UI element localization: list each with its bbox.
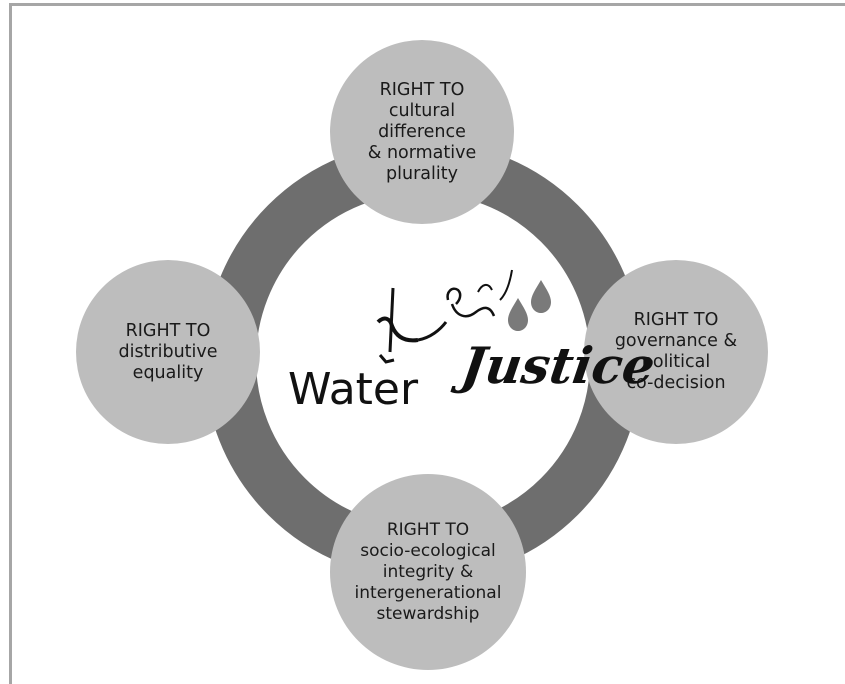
water-drop-icon — [531, 280, 551, 313]
node-line: difference — [378, 121, 466, 142]
node-socio-ecological-integrity: RIGHT TO socio-ecological integrity & in… — [330, 474, 526, 670]
node-line: RIGHT TO — [379, 79, 465, 100]
node-line: plurality — [386, 163, 458, 184]
frame-border-top — [9, 3, 845, 6]
node-line: stewardship — [376, 603, 480, 624]
logo-word-justice: Justice — [457, 336, 659, 395]
node-line: governance & — [614, 331, 738, 351]
node-cultural-difference: RIGHT TO cultural difference & normative… — [330, 40, 514, 224]
water-drop-icon — [508, 298, 528, 331]
node-line: equality — [132, 362, 204, 383]
node-governance-co-decision: RIGHT TO governance & political co-decis… — [584, 260, 768, 444]
node-line: political — [641, 352, 711, 372]
water-drop-icons — [508, 280, 551, 331]
water-justice-logo-illustration — [376, 269, 513, 364]
node-line: cultural — [388, 100, 456, 121]
node-line: intergenerational — [354, 582, 502, 603]
node-line: co-decision — [626, 373, 726, 393]
node-distributive-equality: RIGHT TO distributive equality — [76, 260, 260, 444]
node-line: distributive — [118, 341, 218, 362]
frame-border-left — [9, 3, 12, 684]
node-line: RIGHT TO — [386, 519, 470, 540]
node-line: integrity & — [382, 561, 474, 582]
node-line: & normative — [367, 142, 477, 163]
logo-word-water: Water — [288, 364, 419, 415]
node-line: RIGHT TO — [125, 320, 211, 341]
node-line: RIGHT TO — [633, 310, 719, 330]
node-line: socio-ecological — [360, 540, 496, 561]
